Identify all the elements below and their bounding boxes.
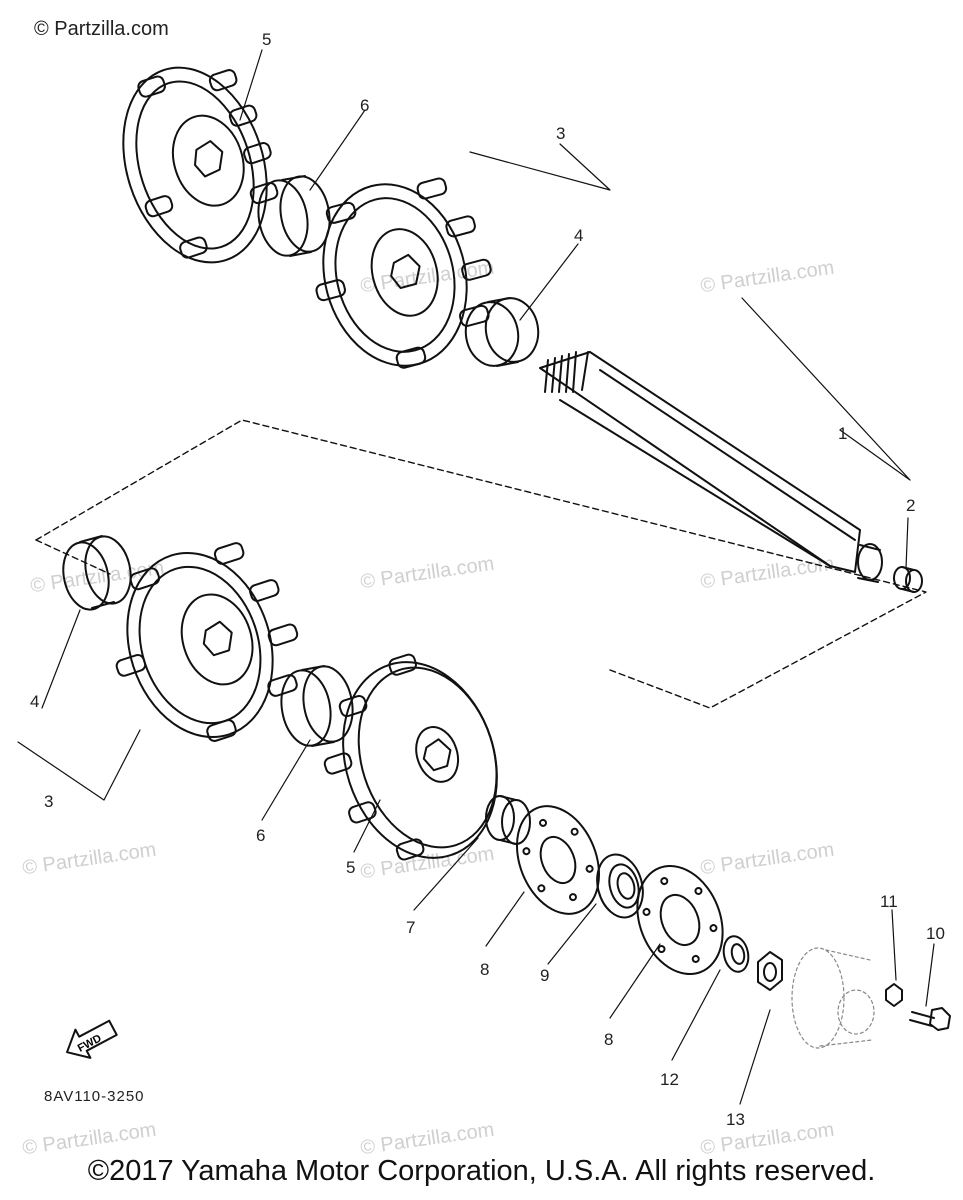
callout-9: 9 xyxy=(540,966,550,985)
callout-7: 7 xyxy=(406,918,416,937)
bearing-flange-plate-outer xyxy=(622,853,738,987)
ball-bearing xyxy=(590,849,649,922)
callout-3: 3 xyxy=(556,124,566,143)
lower-drive-sprocket xyxy=(89,526,321,763)
callout-11: 11 xyxy=(880,892,898,911)
callout-5: 5 xyxy=(262,30,272,49)
callout-3: 3 xyxy=(44,792,54,811)
lead-lines xyxy=(18,50,934,1104)
lower-sprocket-wheel xyxy=(300,638,521,883)
callout-1: 1 xyxy=(838,424,848,443)
drawing-code: 8AV110-3250 xyxy=(44,1088,145,1105)
forward-arrow-icon xyxy=(60,1014,121,1067)
small-nut xyxy=(886,984,902,1006)
upper-spacer-collar xyxy=(253,172,335,259)
callout-5: 5 xyxy=(346,858,356,877)
assembly-outline xyxy=(36,420,926,708)
upper-collar xyxy=(461,294,543,370)
shaft-end-bolt xyxy=(894,567,922,592)
bearing-flange-plate xyxy=(502,794,614,926)
lower-spacer-collar xyxy=(276,662,358,749)
callout-13: 13 xyxy=(726,1110,745,1129)
upper-drive-sprocket xyxy=(294,162,510,385)
callout-4: 4 xyxy=(30,692,40,711)
callout-6: 6 xyxy=(360,96,370,115)
drive-shaft xyxy=(540,352,882,582)
upper-sprocket-wheel xyxy=(99,46,298,281)
callout-8: 8 xyxy=(480,960,490,979)
partzilla-copyright: © Partzilla.com xyxy=(34,18,169,40)
hex-nut xyxy=(758,952,782,990)
hex-bolt xyxy=(910,1008,950,1030)
callout-10: 10 xyxy=(926,924,945,943)
callout-2: 2 xyxy=(906,496,916,515)
housing-hub xyxy=(792,948,874,1048)
washer xyxy=(721,934,752,974)
callout-8: 8 xyxy=(604,1030,614,1049)
callout-6: 6 xyxy=(256,826,266,845)
lower-collar xyxy=(57,532,136,614)
copyright-footer: ©2017 Yamaha Motor Corporation, U.S.A. A… xyxy=(87,1155,876,1187)
callout-4: 4 xyxy=(574,226,584,245)
callout-12: 12 xyxy=(660,1070,679,1089)
